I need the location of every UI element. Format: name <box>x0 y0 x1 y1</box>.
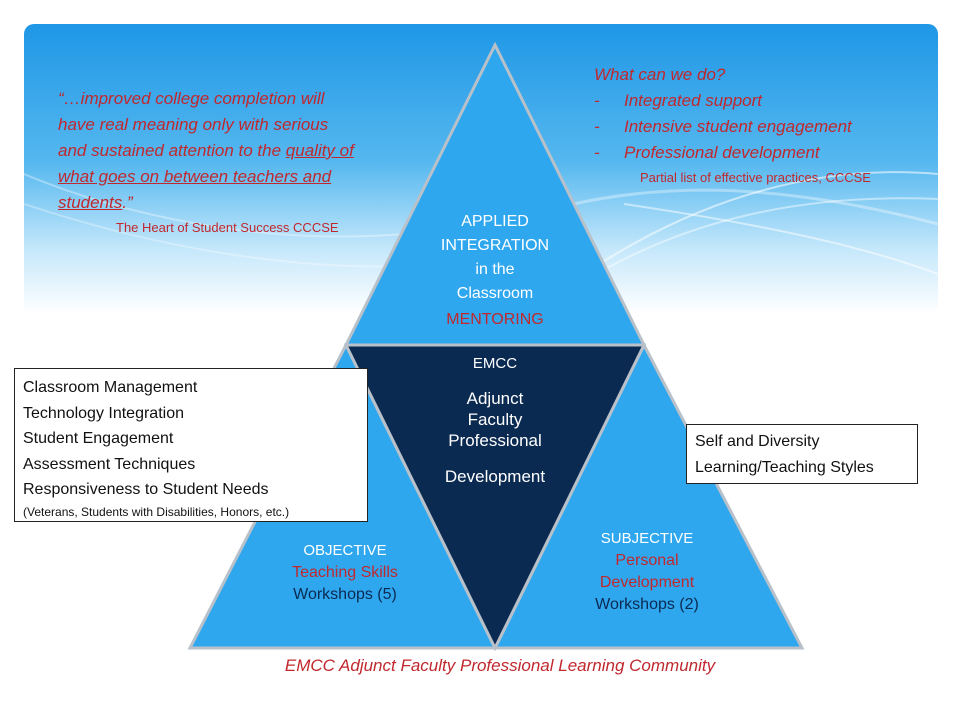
quote-text: “…improved college completion will have … <box>58 89 354 212</box>
center-triangle-label: Adjunct Faculty Professional <box>448 389 542 450</box>
list-item: -Intensive student engagement <box>594 117 852 136</box>
left-triangle-label: OBJECTIVE Teaching Skills Workshops (5) <box>270 540 420 606</box>
footer-caption: EMCC Adjunct Faculty Professional Learni… <box>284 656 716 675</box>
practices-source: Partial list of effective practices, CCC… <box>640 170 871 185</box>
list-item: Student Engagement <box>23 430 174 447</box>
list-item: Responsiveness to Student Needs <box>23 481 269 498</box>
center-triangle <box>343 343 647 652</box>
personal-development-box: Self and Diversity Learning/Teaching Sty… <box>686 424 918 484</box>
teaching-skills-label: Teaching Skills <box>292 564 398 581</box>
personal-label: Personal <box>615 552 679 569</box>
development-label: Development <box>599 574 695 591</box>
left-workshops-label: Workshops (5) <box>293 586 397 603</box>
list-item: Assessment Techniques <box>23 455 196 473</box>
quote-underlined: quality of what goes on between teachers… <box>58 141 354 212</box>
teaching-skills-box: Classroom Management Technology Integrat… <box>14 368 368 522</box>
list-item: -Integrated support <box>594 91 762 110</box>
practices-heading: What can we do? <box>594 65 726 84</box>
center-development-label: Development <box>444 467 546 486</box>
quote-source: The Heart of Student Success CCCSE <box>116 220 339 235</box>
center-org-label: EMCC <box>472 355 518 372</box>
list-item: Technology Integration <box>23 404 184 422</box>
list-item: Learning/Teaching Styles <box>695 459 874 476</box>
practices-list: What can we do? -Integrated support -Int… <box>594 62 914 166</box>
mentoring-label: MENTORING <box>446 311 544 328</box>
right-workshops-label: Workshops (2) <box>595 596 699 613</box>
top-triangle-label: APPLIED INTEGRATION in the Classroom <box>440 213 550 302</box>
right-triangle-label: SUBJECTIVE Personal Development Workshop… <box>572 528 722 616</box>
list-item: Classroom Management <box>23 379 198 396</box>
list-item: Self and Diversity <box>695 433 820 450</box>
list-item: -Professional development <box>594 143 820 162</box>
list-note: (Veterans, Students with Disabilities, H… <box>23 504 290 519</box>
